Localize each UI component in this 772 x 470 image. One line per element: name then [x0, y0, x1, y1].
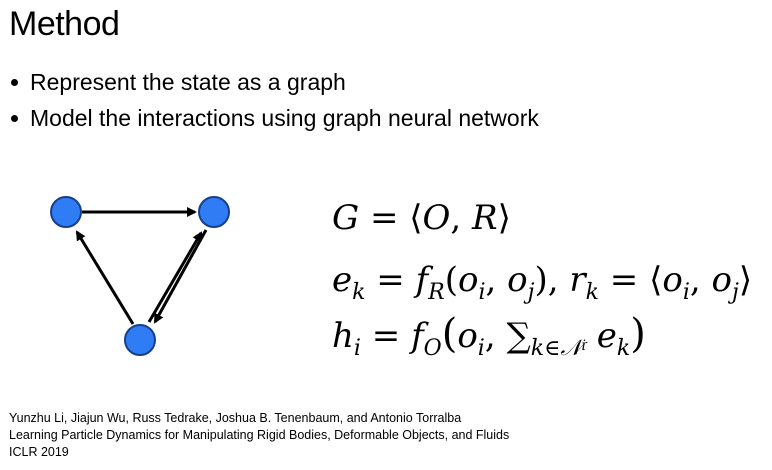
bullet-dot-icon [11, 78, 18, 86]
bullet-list: Represent the state as a graph Model the… [10, 64, 539, 136]
citation-venue: ICLR 2019 [9, 445, 69, 459]
slide-title: Method [9, 5, 120, 43]
bullet-text: Model the interactions using graph neura… [30, 105, 539, 131]
edge-right-to-bottom [153, 229, 208, 324]
edge-bottom-to-right [147, 231, 203, 323]
equation-graph-definition: G = ⟨O, R⟩ [332, 198, 511, 238]
citation-authors: Yunzhu Li, Jiajun Wu, Russ Tedrake, Josh… [9, 411, 462, 425]
citation-block: Yunzhu Li, Jiajun Wu, Russ Tedrake, Josh… [9, 410, 509, 461]
graph-node-left [50, 196, 82, 228]
edge-bottom-to-left [75, 230, 135, 325]
equation-relation-effect: ek = fR(oi, oj), rk = ⟨oi, oj⟩ [332, 260, 753, 305]
graph-node-right [198, 196, 230, 228]
graph-diagram [50, 196, 230, 356]
bullet-item: Represent the state as a graph [10, 64, 539, 100]
bullet-item: Model the interactions using graph neura… [10, 100, 539, 136]
bullet-text: Represent the state as a graph [30, 69, 346, 95]
citation-paper-title: Learning Particle Dynamics for Manipulat… [9, 428, 510, 442]
equation-object-update: hi = fO(oi, ∑k∈𝒩i ek) [332, 311, 646, 361]
graph-node-bottom [124, 324, 156, 356]
bullet-dot-icon [11, 114, 18, 122]
